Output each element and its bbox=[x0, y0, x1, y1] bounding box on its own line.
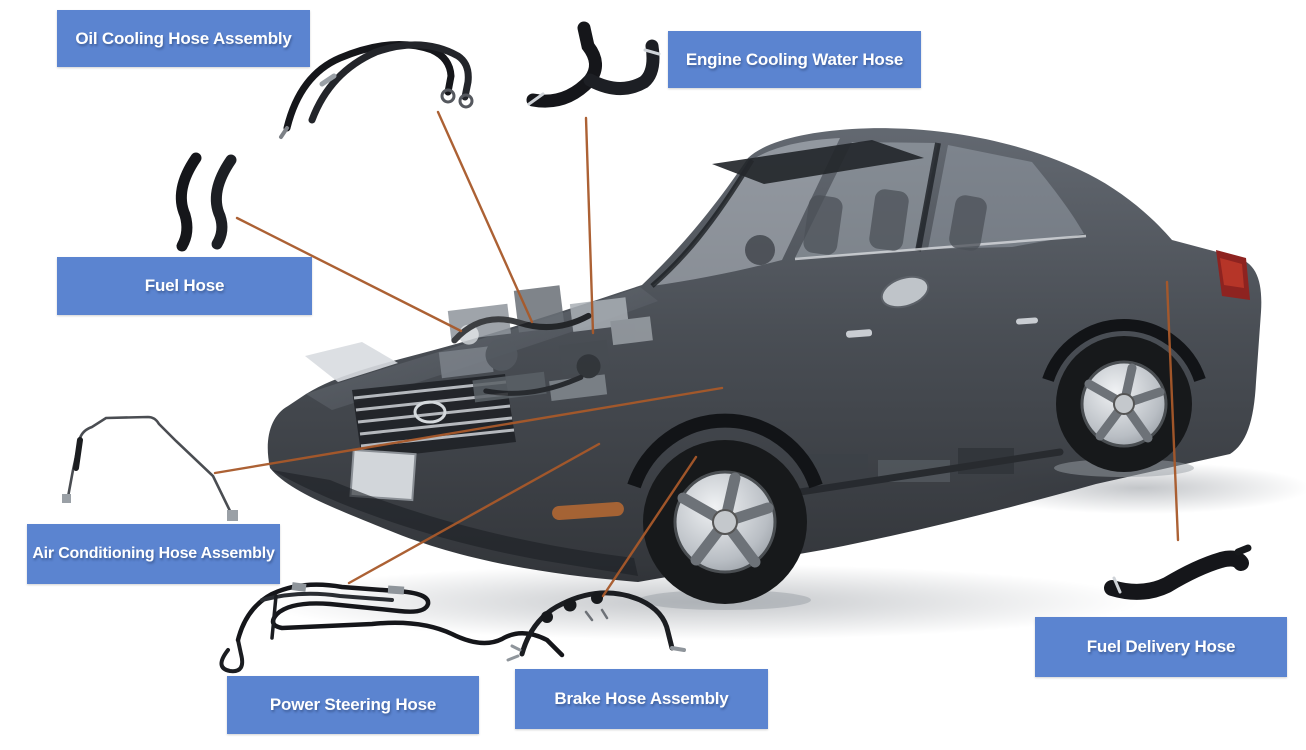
label-text: Fuel Hose bbox=[144, 276, 225, 295]
label-text: Power Steering Hose bbox=[269, 695, 437, 714]
label-text: Brake Hose Assembly bbox=[554, 689, 729, 708]
car-cutaway-illustration bbox=[267, 128, 1262, 610]
engine-bay bbox=[438, 285, 653, 403]
leader-oil-cooling bbox=[436, 110, 534, 324]
label-text: Air Conditioning Hose Assembly bbox=[32, 545, 275, 562]
air-conditioning-hose-image bbox=[62, 415, 238, 521]
leader-lines bbox=[213, 110, 1180, 598]
label-text: Fuel Delivery Hose bbox=[1086, 637, 1236, 656]
leader-fuel-delivery bbox=[1165, 280, 1180, 542]
label-text: Engine Cooling Water Hose bbox=[685, 49, 904, 69]
leader-power-steering bbox=[347, 442, 601, 585]
side-mirror bbox=[880, 275, 930, 309]
fuel-hose-image bbox=[175, 152, 237, 252]
label-fuel-delivery-hose: Fuel Delivery Hose bbox=[1035, 617, 1287, 677]
label-brake-hose-assembly: Brake Hose Assembly bbox=[515, 669, 768, 729]
power-steering-hose-image bbox=[219, 582, 565, 674]
label-air-conditioning-hose-assembly: Air Conditioning Hose Assembly bbox=[27, 524, 280, 584]
leader-engine-cooling bbox=[584, 116, 595, 335]
label-engine-cooling-water-hose: Engine Cooling Water Hose bbox=[668, 31, 921, 88]
front-wheel bbox=[639, 440, 811, 610]
fuel-delivery-hose-image bbox=[1104, 544, 1252, 600]
leader-fuel-hose bbox=[235, 216, 463, 333]
label-oil-cooling-hose-assembly: Oil Cooling Hose Assembly bbox=[57, 10, 310, 67]
oil-cooling-hose-image bbox=[279, 41, 474, 139]
engine-cooling-hose-image bbox=[526, 21, 661, 108]
rear-wheel bbox=[1054, 336, 1194, 477]
label-power-steering-hose: Power Steering Hose bbox=[227, 676, 479, 734]
leader-air-conditioning bbox=[213, 386, 724, 475]
leader-brake-hose bbox=[601, 455, 698, 598]
headlight bbox=[305, 342, 398, 382]
license-plate bbox=[349, 448, 417, 502]
brake-hose-image bbox=[506, 590, 686, 662]
label-fuel-hose: Fuel Hose bbox=[57, 257, 312, 315]
label-text: Oil Cooling Hose Assembly bbox=[75, 28, 292, 48]
